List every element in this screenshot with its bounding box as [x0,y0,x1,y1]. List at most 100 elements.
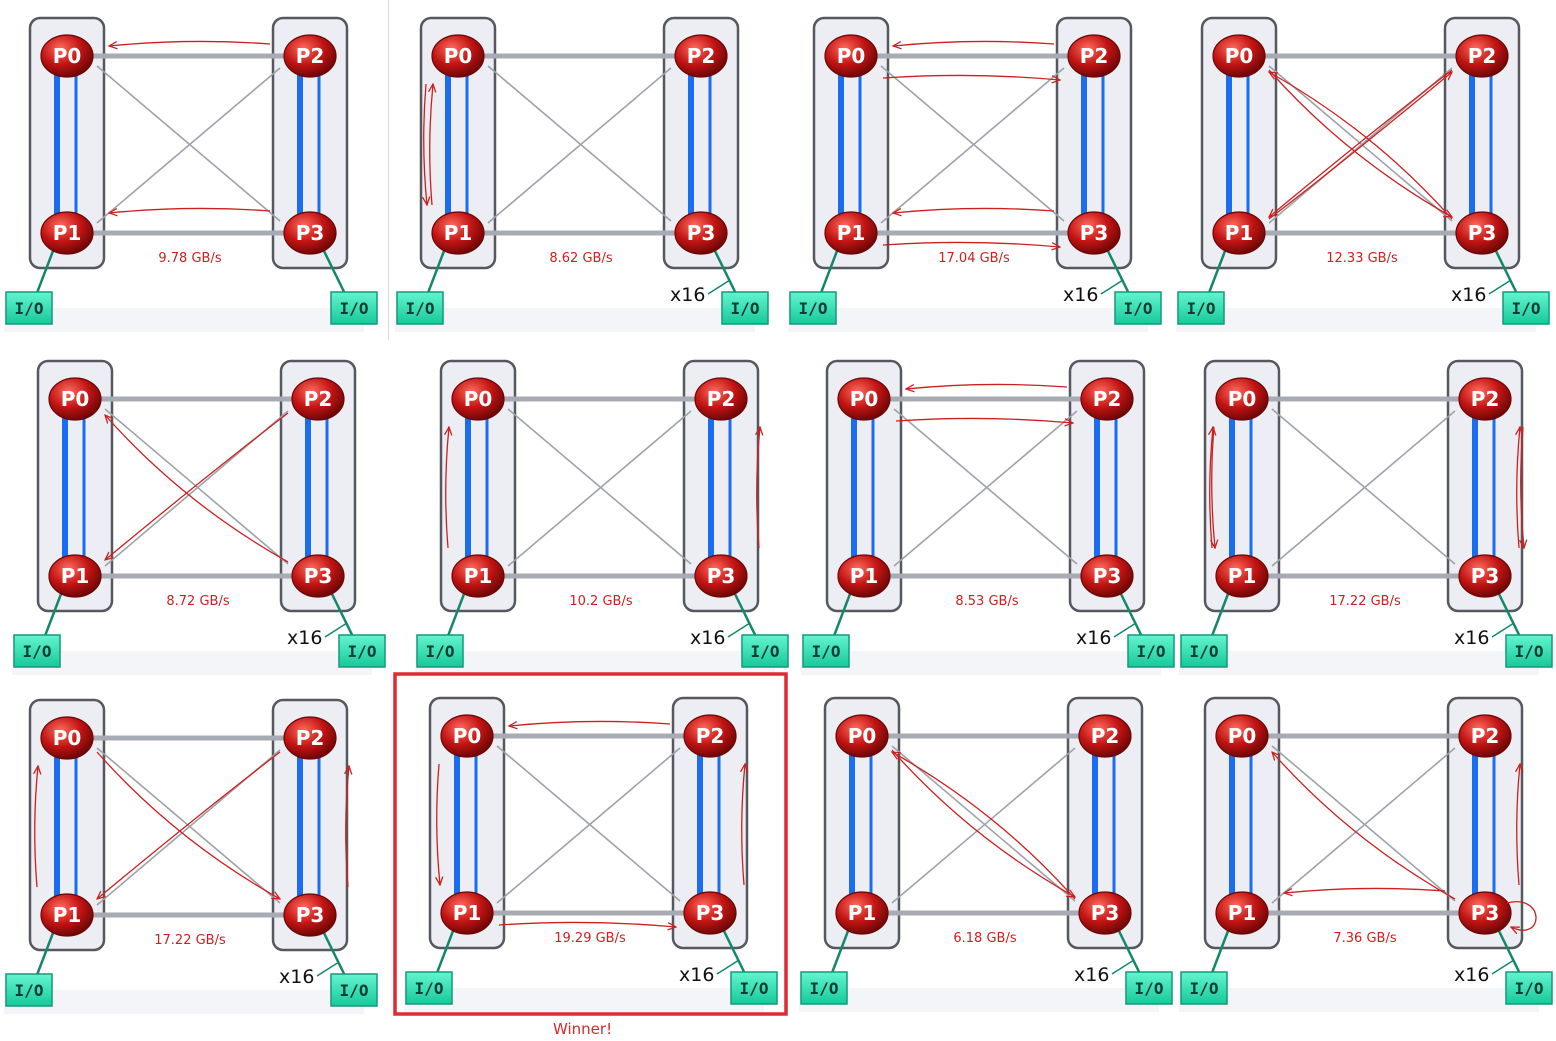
node-label-p0: P0 [837,44,866,68]
link-p0-p3 [891,745,1076,902]
socket-group-left [428,696,506,950]
node-p1 [824,211,878,255]
io-label-right: I/O [340,981,369,1000]
node-label-p2: P2 [707,387,736,411]
panel-footer-shade [4,308,364,332]
socket-group-right [279,359,357,613]
link-p1-p2 [1271,410,1456,567]
lane-width-label: x16 [1454,627,1489,649]
lane-width-leader [1100,279,1124,295]
link-p1-p2 [496,747,681,904]
node-p0 [48,377,102,421]
node-label-p1: P1 [1228,564,1257,588]
node-label-p1: P1 [53,903,82,927]
node-p2 [683,714,737,758]
io-label-left: I/O [23,642,52,661]
io-box-left [396,291,444,325]
winner-highlight-box [393,672,788,1016]
node-label-p0: P0 [1228,387,1257,411]
node-p1 [440,891,494,935]
node-label-p3: P3 [304,564,333,588]
node-p0 [835,714,889,758]
lane-width-label: x16 [1076,627,1111,649]
io-label-right: I/O [340,299,369,318]
node-p0 [40,34,94,78]
link-p1-p2 [487,67,672,224]
traffic-arrow-p1-to-p3 [498,921,676,927]
node-label-p1: P1 [53,221,82,245]
io-label-right: I/O [1135,979,1164,998]
link-p0-p3 [496,745,681,902]
lane-width-leader [1113,622,1137,638]
traffic-arrow-p2-to-p1 [105,412,289,560]
io-box-right [330,973,378,1007]
io-box-left [1180,634,1228,668]
node-p3 [1458,554,1512,598]
node-p1 [48,554,102,598]
node-p3 [1080,554,1134,598]
node-p3 [291,554,345,598]
node-p2 [1067,34,1121,78]
link-p1-p2 [96,67,281,224]
node-label-p2: P2 [687,44,716,68]
node-p1 [451,554,505,598]
node-p2 [1458,377,1512,421]
column-separator [388,0,389,340]
socket-group-right [1066,696,1144,950]
node-label-p2: P2 [296,726,325,750]
bandwidth-label: 9.78 GB/s [158,251,221,266]
node-label-p3: P3 [296,221,325,245]
node-p3 [283,211,337,255]
socket-group-left [36,359,114,613]
io-box-left [5,973,53,1007]
node-label-p1: P1 [1225,221,1254,245]
lane-width-leader [324,622,348,638]
io-box-right [1505,634,1553,668]
io-label-left: I/O [810,979,839,998]
io-label-left: I/O [426,642,455,661]
socket-group-right [662,16,740,270]
traffic-arrow-p3-to-p1 [1284,887,1446,893]
lane-width-label: x16 [690,627,725,649]
node-p3 [683,891,737,935]
node-p0 [824,34,878,78]
traffic-arrow-p1-to-p3 [882,241,1060,247]
node-p1 [1215,554,1269,598]
bandwidth-label: 12.33 GB/s [1326,251,1398,266]
node-p3 [694,554,748,598]
node-label-p0: P0 [444,44,473,68]
traffic-arrow-p2-to-p0 [906,383,1068,389]
node-label-p0: P0 [53,44,82,68]
traffic-arrow-p2-to-p0 [109,40,271,46]
link-p1-p2 [1271,747,1456,904]
winner-label: Winner! [553,1020,613,1038]
lane-width-label: x16 [679,964,714,986]
io-label-left: I/O [15,299,44,318]
traffic-arrow-p3-to-p2 [1517,427,1520,549]
node-p3 [1455,211,1509,255]
traffic-arrow-p0-to-p2 [895,417,1073,423]
node-p0 [451,377,505,421]
lane-width-leader [727,622,751,638]
socket-group-left [28,16,106,270]
panel-footer-shade [1176,308,1536,332]
node-label-p0: P0 [453,724,482,748]
bandwidth-label: 8.62 GB/s [549,251,612,266]
node-label-p2: P2 [696,724,725,748]
io-label-left: I/O [1187,299,1216,318]
io-label-right: I/O [1137,642,1166,661]
traffic-arrow-p2-to-p1 [1269,69,1453,217]
traffic-arrow-p0-to-p3 [1268,69,1452,217]
panel-footer-shade [788,308,1148,332]
node-label-p2: P2 [1091,724,1120,748]
io-box-right [1125,971,1173,1005]
traffic-arrow-p1-to-p2 [1268,72,1452,220]
node-label-p3: P3 [1093,564,1122,588]
bandwidth-label: 17.04 GB/s [938,251,1010,266]
node-label-p0: P0 [850,387,879,411]
node-p1 [837,554,891,598]
io-box-right [338,634,386,668]
